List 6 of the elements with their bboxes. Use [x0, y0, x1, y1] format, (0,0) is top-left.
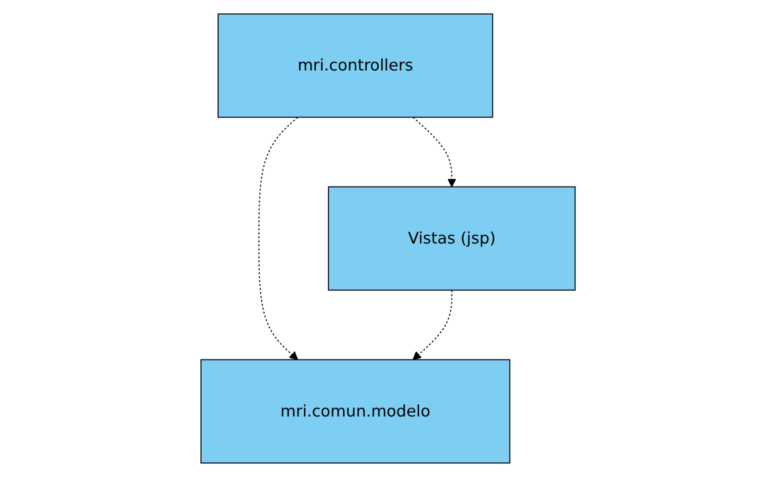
- arrow: [258, 116, 298, 360]
- arrow: [412, 290, 452, 360]
- node-box: mri.comun.modelo: [200, 359, 510, 464]
- node-box: mri.controllers: [218, 13, 494, 118]
- arrow: [412, 116, 456, 188]
- node-box: Vistas (jsp): [328, 186, 576, 291]
